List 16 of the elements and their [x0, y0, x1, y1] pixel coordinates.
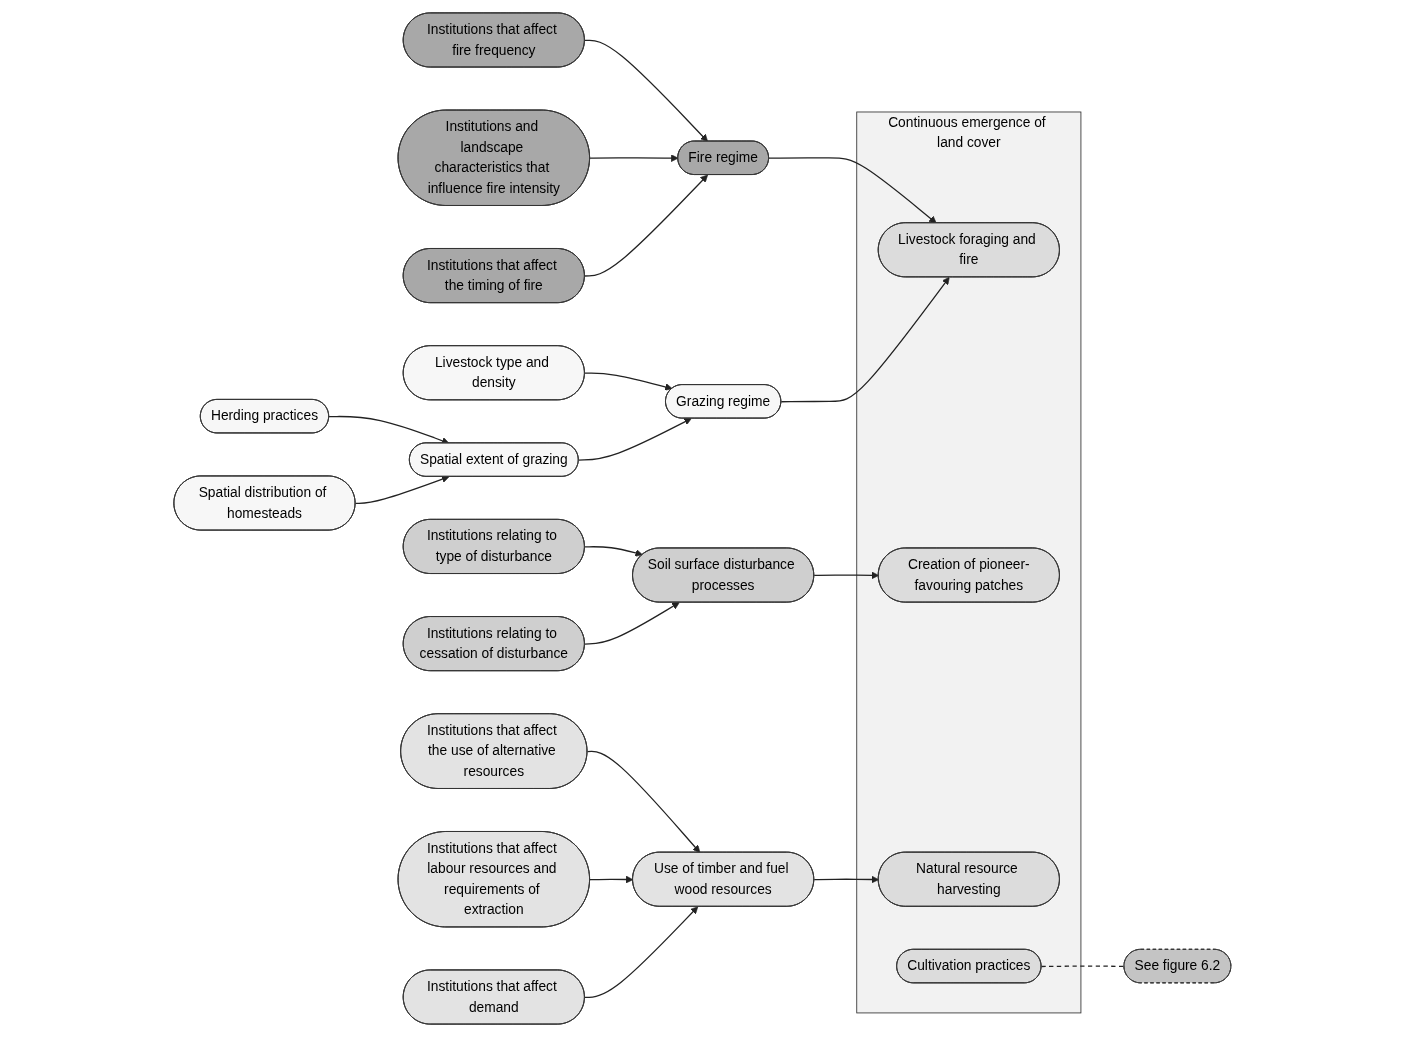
arrow — [767, 157, 937, 224]
arrow — [813, 571, 879, 580]
arrow — [577, 418, 692, 461]
arrow — [586, 750, 700, 853]
arrow — [813, 875, 879, 884]
arrow — [583, 39, 708, 142]
arrow — [588, 154, 679, 162]
arrow — [583, 546, 643, 557]
arrow — [354, 475, 449, 505]
arrow — [588, 875, 633, 884]
connector — [1040, 965, 1125, 968]
arrow — [583, 602, 680, 645]
arrow — [780, 276, 950, 403]
arrow — [583, 906, 698, 999]
arrow — [583, 372, 673, 391]
arrow — [583, 174, 708, 277]
